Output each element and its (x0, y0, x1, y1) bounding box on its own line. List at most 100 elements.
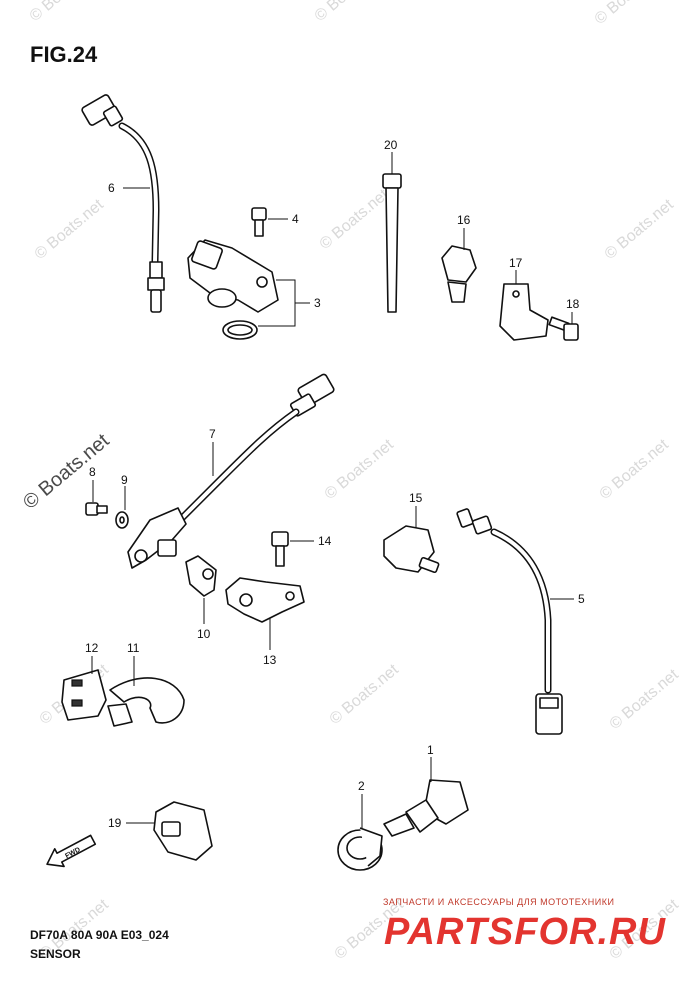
sensor-hex-shape (147, 277, 165, 291)
bolt-shank-shape (275, 545, 285, 567)
bolt-shank-shape (96, 505, 108, 514)
callout-15: 15 (409, 491, 423, 505)
part-4-bolt: 4 (251, 207, 299, 237)
cable-shape (492, 530, 550, 692)
sensor-body-shape (405, 799, 439, 833)
watermark-large: © Boats.net (19, 429, 114, 513)
part-9-washer: 9 (115, 473, 129, 529)
part-8-bolt: 8 (85, 465, 108, 516)
cable-shape (178, 410, 298, 522)
sensor-tip-shape (383, 813, 415, 837)
part-18-bolt: 18 (548, 297, 580, 341)
clamp-hole-shape (202, 568, 214, 580)
part-detail-shape (71, 679, 83, 687)
cable-shape (490, 528, 552, 694)
part-10-clamp: 10 (185, 555, 217, 641)
section-title: SENSOR (30, 947, 81, 961)
grommet-side-shape (359, 827, 383, 867)
part-20-cable-tie: 20 (382, 138, 402, 313)
part-13-sensor: 13 (225, 577, 305, 667)
callout-11: 11 (127, 641, 140, 655)
part-16-clip: 16 (441, 213, 477, 303)
clamp-shape (185, 555, 217, 597)
part-5-sensor-cable: 5 (456, 508, 585, 735)
watermark: © Boats.net (607, 666, 683, 733)
callout-19: 19 (108, 816, 122, 830)
bolt-head-shape (251, 207, 267, 221)
bolt-shank-shape (254, 219, 264, 237)
callout-10: 10 (197, 627, 211, 641)
watermark: © Boats.net (312, 0, 388, 25)
watermark: © Boats.net (32, 196, 108, 263)
model-code: DF70A 80A 90A E03_024 (30, 928, 169, 942)
module-face-shape (161, 821, 181, 837)
sensor-flange-shape (207, 288, 237, 308)
callout-13: 13 (263, 653, 277, 667)
bracket-hole-shape (512, 290, 520, 298)
sensor-hex-shape (471, 515, 493, 535)
brand-tagline: ЗАПЧАСТИ И АКСЕССУАРЫ ДЛЯ МОТОТЕХНИКИ (383, 897, 614, 907)
callout-7: 7 (209, 427, 216, 441)
callout-12: 12 (85, 641, 99, 655)
watermark: © Boats.net (317, 186, 393, 253)
sensor-hole-shape (256, 276, 268, 288)
part-6-sensor-cable: 6 (81, 94, 165, 313)
callout-1: 1 (427, 743, 434, 757)
part-19-module: 19 (108, 801, 213, 861)
module-body-shape (153, 801, 213, 861)
sensor-housing-shape (225, 577, 305, 623)
part-17-bracket: 17 (499, 256, 549, 341)
watermark: © Boats.net (597, 436, 673, 503)
leader-line (258, 279, 310, 327)
connector-shape (81, 94, 117, 126)
connector-latch-shape (539, 697, 559, 709)
figure-title: FIG.24 (30, 42, 98, 67)
part-7-sensor-harness: 7 (127, 373, 335, 569)
callout-6: 6 (108, 181, 115, 195)
watermark: © Boats.net (592, 0, 668, 28)
tie-strap-shape (385, 187, 399, 313)
callout-17: 17 (509, 256, 523, 270)
clip-stem-shape (447, 281, 467, 303)
callout-2: 2 (358, 779, 365, 793)
callout-8: 8 (89, 465, 96, 479)
clip-shape (441, 245, 477, 283)
sensor-hole-shape (134, 549, 148, 563)
callout-16: 16 (457, 213, 471, 227)
washer-hole-shape (119, 516, 125, 524)
part-body-shape (61, 669, 107, 721)
callout-5: 5 (578, 592, 585, 606)
sensor-port-shape (239, 593, 253, 607)
bolt-head-shape (563, 323, 579, 341)
cable-shape (118, 122, 160, 266)
sensor-tip-shape (456, 508, 474, 528)
watermark: © Boats.net (27, 0, 103, 25)
watermark: © Boats.net (327, 661, 403, 728)
arrow-icon (46, 834, 97, 868)
sensor-hole-shape (285, 591, 295, 601)
callout-3: 3 (314, 296, 321, 310)
part-15-sensor: 15 (383, 491, 440, 574)
part-body-shape (109, 677, 185, 724)
watermark: © Boats.net (602, 196, 678, 263)
connector-shape (102, 105, 124, 127)
fwd-arrow: FWD (46, 834, 97, 868)
part-1-sensor: 1 (383, 743, 469, 837)
part-2-grommet: 2 (337, 779, 383, 871)
cable-shape (120, 124, 159, 264)
part-11-grommet: 11 (107, 641, 185, 727)
tie-head-shape (382, 173, 402, 189)
part-flange-shape (107, 703, 133, 727)
callout-14: 14 (318, 534, 332, 548)
callout-9: 9 (121, 473, 128, 487)
part-12-connector: 12 (61, 641, 107, 721)
sensor-tip-shape (150, 289, 162, 313)
brand-logo: PARTSFOR.RU (384, 911, 666, 953)
part-detail-shape (71, 699, 83, 707)
bolt-head-shape (271, 531, 289, 547)
bracket-shape (499, 283, 549, 341)
o-ring-inner-shape (227, 324, 253, 336)
part-14-bolt: 14 (271, 531, 332, 567)
sensor-head-shape (157, 539, 177, 557)
